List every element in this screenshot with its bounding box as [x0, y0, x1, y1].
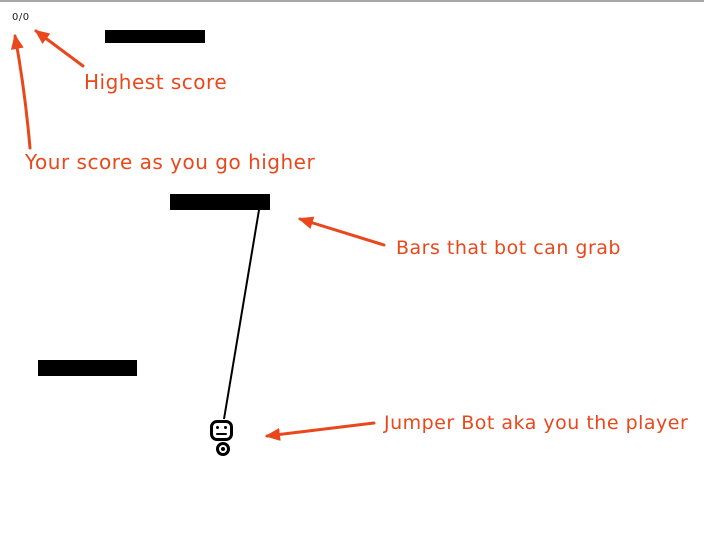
arrow-to-highest-score-icon [34, 29, 85, 68]
arrow-to-score-icon [10, 34, 32, 150]
arrow-to-bot-icon [265, 421, 376, 441]
bot-left-eye-icon [216, 426, 219, 429]
annotation-jumper-bot: Jumper Bot aka you the player [384, 412, 689, 434]
platform-bar-left [38, 360, 137, 376]
score-display: 0/0 [12, 12, 30, 23]
window-top-border [0, 0, 704, 2]
jumper-bot-head-icon [210, 420, 233, 441]
platform-bar-middle [170, 194, 270, 210]
annotation-your-score: Your score as you go higher [25, 150, 316, 174]
annotation-highest-score: Highest score [84, 70, 228, 94]
platform-bar-top [105, 30, 205, 43]
bot-wheel-hub-icon [221, 447, 225, 451]
grapple-rope [223, 209, 260, 420]
bot-mouth-icon [216, 433, 227, 435]
annotation-bars: Bars that bot can grab [396, 237, 621, 259]
arrow-to-bar-icon [298, 216, 386, 247]
bot-right-eye-icon [224, 426, 227, 429]
jumper-bot-wheel-icon [216, 442, 230, 456]
